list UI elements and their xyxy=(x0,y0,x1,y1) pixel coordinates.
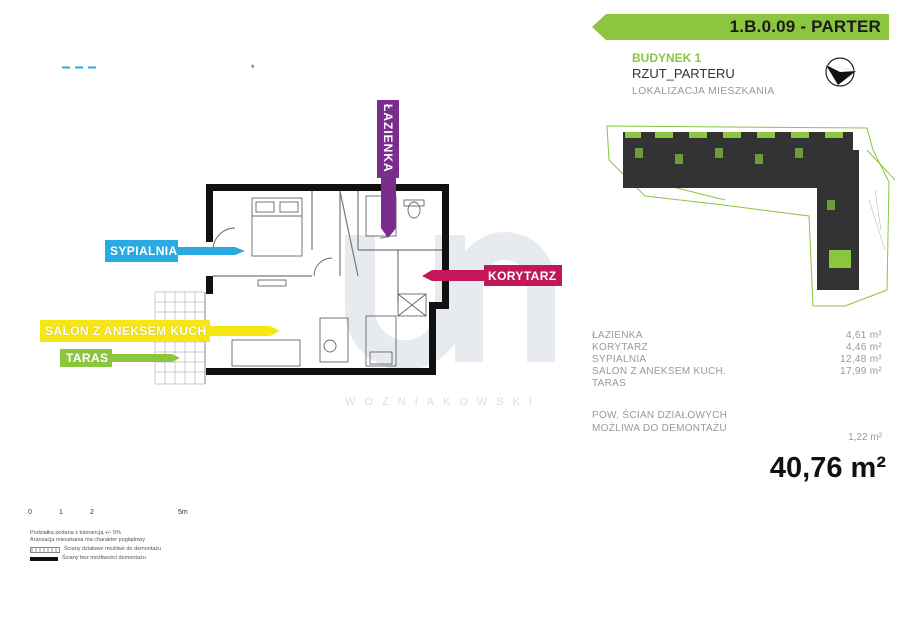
walls-line-2: MOŻLIWA DO DEMONTAŻU xyxy=(592,422,727,434)
room-row: TARAS xyxy=(592,378,882,390)
scale-tick: 2 xyxy=(90,509,94,516)
legend-row: Ściany działowe możliwe do demontażu xyxy=(30,546,161,553)
unit-tag-arrow-shape xyxy=(592,14,889,40)
corridor-label: KORYTARZ xyxy=(488,269,557,283)
living-furniture xyxy=(212,227,427,367)
scale-tick: 0 xyxy=(28,509,32,516)
bedroom-label: SYPIALNIA xyxy=(110,244,178,258)
legend-item: Ściany bez możliwości demontażu xyxy=(62,555,146,561)
room-row: SALON Z ANEKSEM KUCH. 17,99 m² xyxy=(592,366,882,378)
room-area: 17,99 m² xyxy=(840,366,882,377)
room-name: ŁAZIENKA xyxy=(592,330,643,341)
bathroom-label-text: ŁAZIENKA xyxy=(381,104,395,173)
room-name: SYPIALNIA xyxy=(592,354,647,365)
building-name: BUDYNEK 1 xyxy=(632,51,702,65)
scale-tick: 1 xyxy=(59,509,63,516)
scale-tick: 5m xyxy=(178,509,188,516)
compass-icon xyxy=(825,57,856,87)
partition-swatch xyxy=(30,546,60,553)
bathroom-label: ŁAZIENKA xyxy=(377,100,399,178)
unit-code-tag: 1.B.0.09 - PARTER xyxy=(592,14,889,40)
watermark-text: WOZNIAKOWSKI xyxy=(345,396,541,408)
living-label: SALON Z ANEKSEM KUCH xyxy=(45,324,207,338)
room-row: ŁAZIENKA 4,61 m² xyxy=(592,330,882,342)
watermark-logo xyxy=(345,232,555,370)
terrace-label: TARAS xyxy=(66,351,109,365)
room-row: KORYTARZ 4,46 m² xyxy=(592,342,882,354)
living-arrow xyxy=(40,320,280,342)
legend-note-1: Podziałka podana z tolerancją +/- 5% xyxy=(30,530,121,536)
wall-swatch xyxy=(30,556,58,561)
room-row: SYPIALNIA 12,48 m² xyxy=(592,354,882,366)
bedroom-arrow xyxy=(105,240,245,262)
load-bearing-walls xyxy=(206,184,449,375)
corridor-arrow xyxy=(422,265,562,286)
plan-name: RZUT_PARTERU xyxy=(632,66,735,81)
walls-line-1: POW. ŚCIAN DZIAŁOWYCH xyxy=(592,410,728,421)
marker-star: * xyxy=(251,63,255,73)
site-key-plan xyxy=(606,125,895,307)
legend-item: Ściany działowe możliwe do demontażu xyxy=(64,546,162,552)
location-caption: LOKALIZACJA MIESZKANIA xyxy=(632,85,775,97)
unit-code: 1.B.0.09 - PARTER xyxy=(729,17,881,36)
bed xyxy=(251,197,303,257)
walls-area: 1,22 m² xyxy=(848,432,882,443)
terrace-arrow xyxy=(60,349,180,367)
partition-walls xyxy=(213,190,442,302)
legend-note-2: Aranżacja mieszkania ma charakter pogląd… xyxy=(30,537,145,543)
room-area: 4,61 m² xyxy=(845,330,882,341)
floor-plan xyxy=(40,176,562,385)
room-area: 4,46 m² xyxy=(845,342,882,353)
total-area: 40,76 m² xyxy=(769,452,886,484)
decorative-dashes xyxy=(62,66,100,69)
room-name: TARAS xyxy=(592,378,627,389)
legend: Podziałka podana z tolerancją +/- 5% Ara… xyxy=(30,530,161,562)
room-area-table: ŁAZIENKA 4,61 m² KORYTARZ 4,46 m² SYPIALNI… xyxy=(592,330,882,390)
apartment-highlight xyxy=(829,250,851,268)
room-area: 12,48 m² xyxy=(840,354,882,365)
room-name: KORYTARZ xyxy=(592,342,648,353)
legend-row: Ściany bez możliwości demontażu xyxy=(30,555,161,562)
partition-walls-note: POW. ŚCIAN DZIAŁOWYCH MOŻLIWA DO DEMONTA… xyxy=(592,410,882,435)
room-name: SALON Z ANEKSEM KUCH. xyxy=(592,366,727,377)
bathroom-arrow xyxy=(381,176,396,238)
